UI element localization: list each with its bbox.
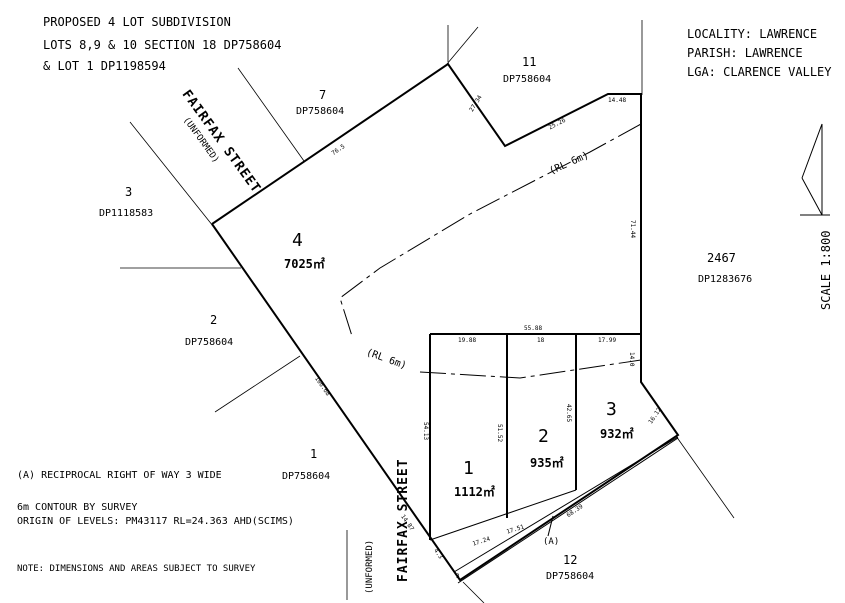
title-line-1: PROPOSED 4 LOT SUBDIVISION xyxy=(43,15,231,29)
right-of-way-line xyxy=(457,437,679,584)
lot-4-boundary xyxy=(211,62,680,582)
title-line-3: & LOT 1 DP1198594 xyxy=(43,59,166,73)
neighbour-lot-number: 12 xyxy=(563,553,578,567)
contour-upper xyxy=(339,123,642,337)
lot-area: 7025㎡ xyxy=(284,257,325,271)
lot-number: 3 xyxy=(606,399,617,420)
lot-number: 1 xyxy=(463,458,474,479)
boundary-line xyxy=(214,355,301,413)
boundary-line xyxy=(237,67,305,162)
neighbour-dp: DP758604 xyxy=(546,571,595,582)
right-of-way-marker: (A) xyxy=(543,537,560,547)
note-origin: ORIGIN OF LEVELS: PM43117 RL=24.363 AHD(… xyxy=(17,516,294,527)
neighbour-lot-number: 2467 xyxy=(707,251,736,265)
boundary-line xyxy=(675,435,735,519)
neighbour-lot-number: 1 xyxy=(310,447,318,461)
neighbour-lot-number: 11 xyxy=(522,55,537,69)
lga-text: LGA: CLARENCE VALLEY xyxy=(687,65,832,79)
note-contour: 6m CONTOUR BY SURVEY xyxy=(17,502,138,513)
lot-area: 1112㎡ xyxy=(454,485,495,499)
neighbour-dp: DP1118583 xyxy=(99,208,154,219)
lot-area: 932㎡ xyxy=(600,427,634,441)
lot-number: 4 xyxy=(292,230,303,251)
neighbour-dp: DP1283676 xyxy=(698,274,753,285)
note-subject-to-survey: NOTE: DIMENSIONS AND AREAS SUBJECT TO SU… xyxy=(17,564,256,574)
dimension-label: 54.13 xyxy=(422,422,429,441)
dimension-label: 17.99 xyxy=(598,337,617,344)
dimension-label: 19.88 xyxy=(458,337,477,344)
neighbour-lot-number: 7 xyxy=(319,88,327,102)
note-right-of-way: (A) RECIPROCAL RIGHT OF WAY 3 WIDE xyxy=(17,470,222,481)
scale-label: SCALE 1:800 xyxy=(819,230,833,310)
neighbour-dp: DP758604 xyxy=(503,74,552,85)
boundary-line xyxy=(446,26,479,65)
locality-text: LOCALITY: LAWRENCE xyxy=(687,27,818,41)
neighbour-lot-number: 2 xyxy=(210,313,218,327)
dimension-label: 51.52 xyxy=(496,424,503,443)
lot-area: 935㎡ xyxy=(530,456,564,470)
right-of-way-line xyxy=(429,489,577,541)
street-note-south: (UNFORMED) xyxy=(365,539,375,594)
dimension-label: 71.44 xyxy=(629,220,636,239)
title-line-2: LOTS 8,9 & 10 SECTION 18 DP758604 xyxy=(43,38,282,52)
boundary-line xyxy=(462,581,485,603)
neighbour-dp: DP758604 xyxy=(185,337,234,348)
dimension-label: 14.0 xyxy=(628,352,635,367)
neighbour-dp: DP758604 xyxy=(296,106,345,117)
dimension-label: 18 xyxy=(537,337,545,344)
parish-text: PARISH: LAWRENCE xyxy=(687,46,803,60)
neighbour-dp: DP758604 xyxy=(282,471,331,482)
north-arrow xyxy=(801,123,823,216)
dimension-label: 55.88 xyxy=(524,325,543,332)
contour-lower xyxy=(419,359,642,379)
lot-number: 2 xyxy=(538,426,549,447)
row-leader xyxy=(547,515,554,537)
dimension-label: 14.48 xyxy=(608,97,627,104)
boundary-line xyxy=(129,121,214,227)
neighbour-lot-number: 3 xyxy=(125,185,133,199)
dimension-label: 42.65 xyxy=(565,404,572,423)
right-of-way-line xyxy=(453,436,679,573)
dimension-label: 3 xyxy=(456,573,460,580)
